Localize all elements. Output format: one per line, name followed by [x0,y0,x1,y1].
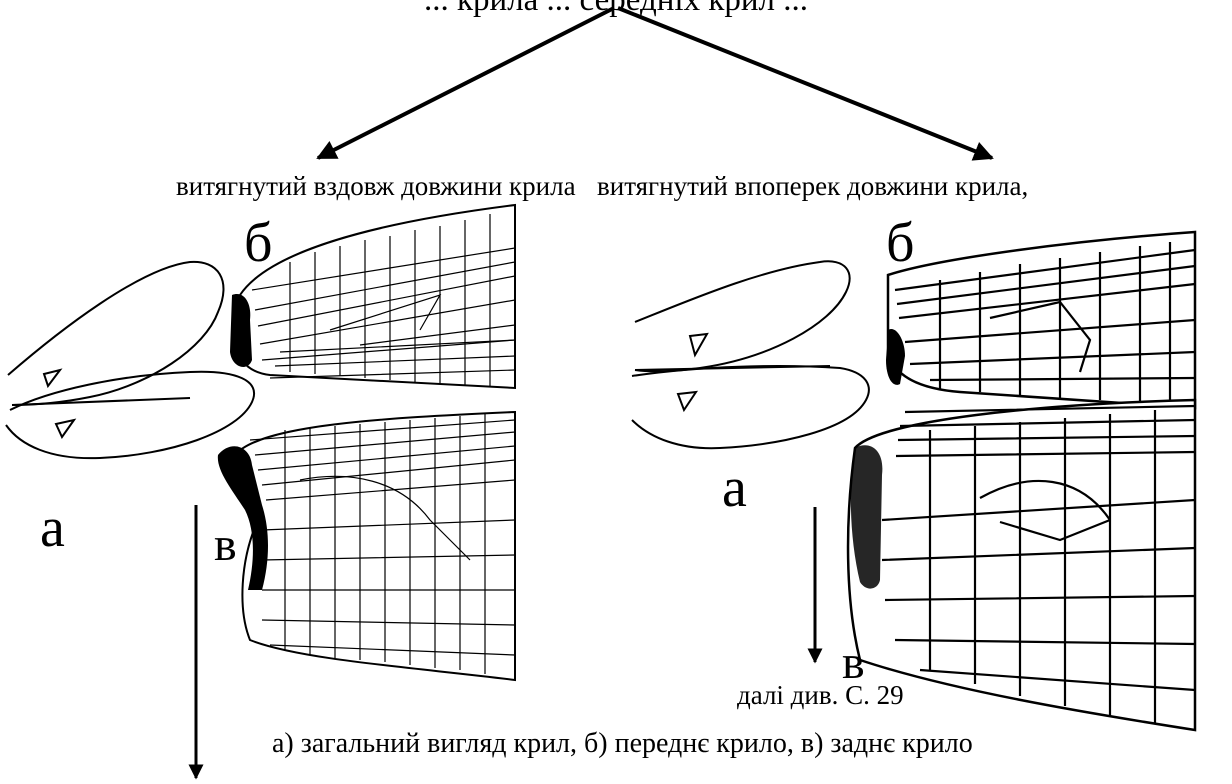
arrow-to-right-branch [618,8,992,158]
left-label-b: б [244,215,273,271]
left-forewing-detail [230,205,515,388]
right-wings-outline [632,261,869,448]
continuation-note: далі див. С. 29 [737,680,904,711]
branch-right-label: витягнутий впоперек довжини крила, [597,171,1028,202]
arrow-to-left-branch [318,8,614,158]
triangle-marker-icon [690,334,707,355]
figure-caption: а) загальний вигляд крил, б) переднє кри… [272,728,973,760]
right-label-b: б [886,215,915,271]
left-label-v: в [214,521,237,569]
right-forewing-detail [886,232,1195,408]
right-label-a: а [722,460,747,516]
left-label-a: а [40,500,65,556]
triangle-marker-icon [678,392,696,410]
triangle-marker-icon [56,420,74,437]
branch-arrows [318,8,992,158]
branch-left-label: витягнутий вздовж довжини крила [176,171,576,202]
left-wings-outline [6,262,254,458]
triangle-marker-icon [44,370,60,386]
left-hindwing-detail [218,412,515,680]
